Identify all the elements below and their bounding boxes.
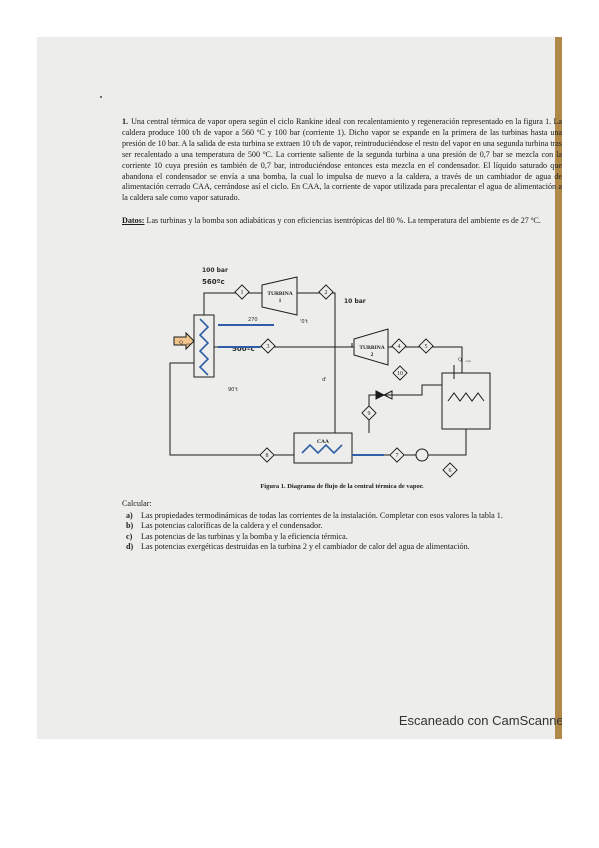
line-2 (297, 292, 336, 433)
stream-marker-1 (234, 284, 250, 300)
document-content: 1.Una central térmica de vapor opera seg… (122, 117, 562, 551)
line-1 (203, 292, 262, 315)
stream-num-7: 7 (396, 453, 399, 459)
q-boiler-sub: cal (186, 342, 190, 346)
condenser-coil (447, 392, 485, 402)
task-item: a) Las propiedades termodinámicas de toda… (122, 511, 562, 522)
handwritten-note-d: 90't (228, 387, 238, 393)
page-edge (555, 37, 562, 739)
flow-diagram: 1 2 3 4 5 6 7 8 9 10 TURBINA 1 TURBINA 2… (169, 267, 491, 478)
handwritten-temp-in: 560ºc (202, 278, 225, 286)
handwritten-pressure-in: 100 bar (202, 267, 228, 274)
task-item: d) Las potencias exergéticas destruidas e… (122, 542, 562, 553)
handwritten-note-a: 270 (248, 317, 258, 323)
caa-coil (301, 443, 343, 455)
boiler-coil (198, 318, 210, 376)
line-8 (169, 362, 294, 456)
stream-num-8: 8 (266, 453, 269, 459)
stream-num-10: 10 (397, 371, 403, 377)
q-boiler-label: Q (179, 341, 183, 346)
task-letter: a) (126, 510, 133, 520)
turbine-2-number: 2 (371, 352, 374, 358)
pump (415, 448, 429, 462)
caa-label: CAA (317, 439, 329, 445)
turbine-1-label: TURBINA (267, 291, 292, 297)
tasks-title: Calcular: (122, 499, 152, 508)
turbine-1-number: 1 (279, 298, 282, 304)
handwritten-note-b: '0't (300, 319, 308, 325)
valve (375, 390, 386, 400)
turbine-2-label: TURBINA (359, 345, 384, 351)
turbine-2 (353, 328, 389, 366)
scanned-page: 1.Una central térmica de vapor opera seg… (37, 37, 562, 739)
problem-text: Una central térmica de vapor opera según… (122, 117, 562, 203)
scanner-watermark: Escaneado con CamScanner (398, 713, 562, 728)
task-item: c) Las potencias de las turbinas y la bom… (122, 532, 562, 543)
task-letter: d) (126, 542, 134, 551)
stream-marker-5 (418, 338, 434, 354)
task-text: Las potencias caloríficas de la caldera … (141, 521, 323, 530)
task-letter: b) (126, 521, 134, 530)
handwritten-pressure-mid: 10 bar (344, 298, 366, 305)
valve-b (382, 390, 393, 400)
stream-num-6: 6 (449, 468, 452, 474)
line-10 (368, 384, 442, 433)
stream-marker-8 (259, 447, 275, 463)
problem-statement: 1.Una central térmica de vapor opera seg… (122, 117, 562, 204)
stream-marker-2 (318, 284, 334, 300)
stream-marker-3 (260, 338, 276, 354)
q-condenser-sub: con (465, 359, 470, 363)
stream-num-5: 5 (425, 344, 428, 350)
task-text: Las propiedades termodinámicas de todas … (141, 510, 503, 520)
data-label: Datos: (122, 216, 145, 226)
data-paragraph: Datos: Las turbinas y la bomba son adiab… (122, 216, 562, 227)
task-text: Las potencias de las turbinas y la bomba… (141, 531, 348, 541)
stream-num-2: 2 (325, 290, 328, 296)
line-6 (428, 429, 467, 456)
speck (100, 96, 102, 98)
stream-num-3: 3 (267, 344, 270, 350)
stream-marker-7 (389, 447, 405, 463)
task-item: b) Las potencias caloríficas de la calder… (122, 521, 562, 532)
task-text: Las potencias exergéticas destruidas en … (141, 542, 470, 551)
task-letter: c) (126, 531, 133, 541)
stream-markers (234, 284, 458, 478)
line-4 (388, 346, 463, 373)
figure-caption: Figura 1. Diagrama de flujo de la centra… (260, 483, 424, 490)
q-condenser-label: Q (458, 358, 462, 363)
data-text: Las turbinas y la bomba son adiabáticas … (146, 216, 541, 226)
stream-marker-4 (391, 338, 407, 354)
stream-marker-10 (392, 365, 408, 381)
handwritten-temp-reheat: 500ºc (232, 345, 255, 353)
stream-num-4: 4 (398, 344, 401, 350)
turbine-1 (261, 276, 298, 316)
stream-marker-9 (361, 405, 377, 421)
problem-number: 1. (122, 117, 129, 126)
q-boiler-arrow (173, 331, 195, 351)
tasks-section: Calcular: a) Las propiedades termodinámic… (122, 499, 562, 553)
stream-num-1: 1 (241, 290, 244, 296)
stream-marker-6 (442, 462, 458, 478)
handwritten-note-c: d' (322, 377, 327, 383)
stream-num-9: 9 (368, 411, 371, 417)
caa (293, 432, 353, 464)
condenser (441, 372, 491, 430)
